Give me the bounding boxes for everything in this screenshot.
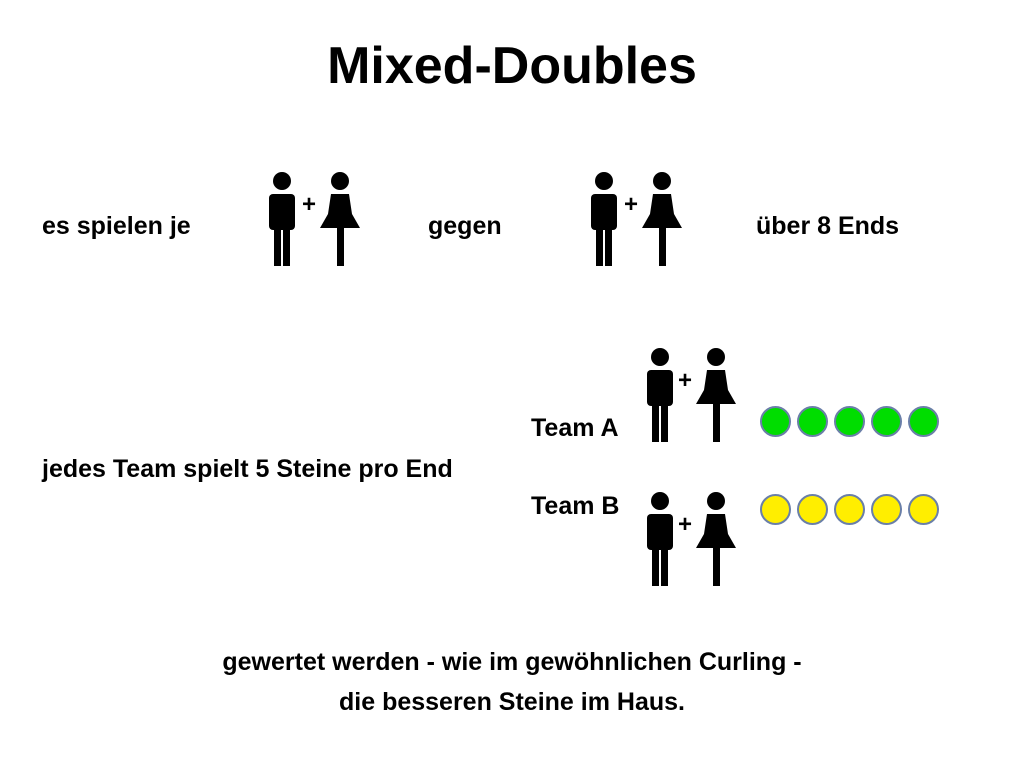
team-b-label: Team B — [531, 492, 620, 520]
team-b-stones — [760, 494, 939, 525]
player-pair-team-a: + — [640, 344, 740, 444]
woman-icon — [642, 172, 682, 266]
woman-icon — [696, 492, 736, 586]
text-gegen: gegen — [428, 212, 502, 240]
team-a-stones — [760, 406, 939, 437]
plus-sign: + — [302, 191, 316, 218]
stone — [834, 494, 865, 525]
man-icon — [647, 492, 673, 586]
player-pair-2: + — [584, 168, 684, 268]
plus-sign: + — [678, 511, 692, 538]
woman-icon — [320, 172, 360, 266]
stone — [834, 406, 865, 437]
text-jedes-team: jedes Team spielt 5 Steine pro End — [42, 455, 453, 483]
stone — [908, 494, 939, 525]
plus-sign: + — [678, 367, 692, 394]
team-a-label: Team A — [531, 414, 619, 442]
woman-icon — [696, 348, 736, 442]
man-icon — [269, 172, 295, 266]
footer-line-1: gewertet werden - wie im gewöhnlichen Cu… — [222, 648, 802, 676]
footer-line-2: die besseren Steine im Haus. — [339, 688, 685, 716]
stone — [871, 494, 902, 525]
stone — [760, 494, 791, 525]
stone — [760, 406, 791, 437]
man-icon — [647, 348, 673, 442]
stone — [871, 406, 902, 437]
stone — [908, 406, 939, 437]
text-ueber-8-ends: über 8 Ends — [756, 212, 900, 240]
text-es-spielen-je: es spielen je — [42, 212, 191, 240]
plus-sign: + — [624, 191, 638, 218]
player-pair-1: + — [262, 168, 362, 268]
stone — [797, 406, 828, 437]
man-icon — [591, 172, 617, 266]
player-pair-team-b: + — [640, 488, 740, 588]
stone — [797, 494, 828, 525]
page-title: Mixed-Doubles — [327, 37, 697, 95]
